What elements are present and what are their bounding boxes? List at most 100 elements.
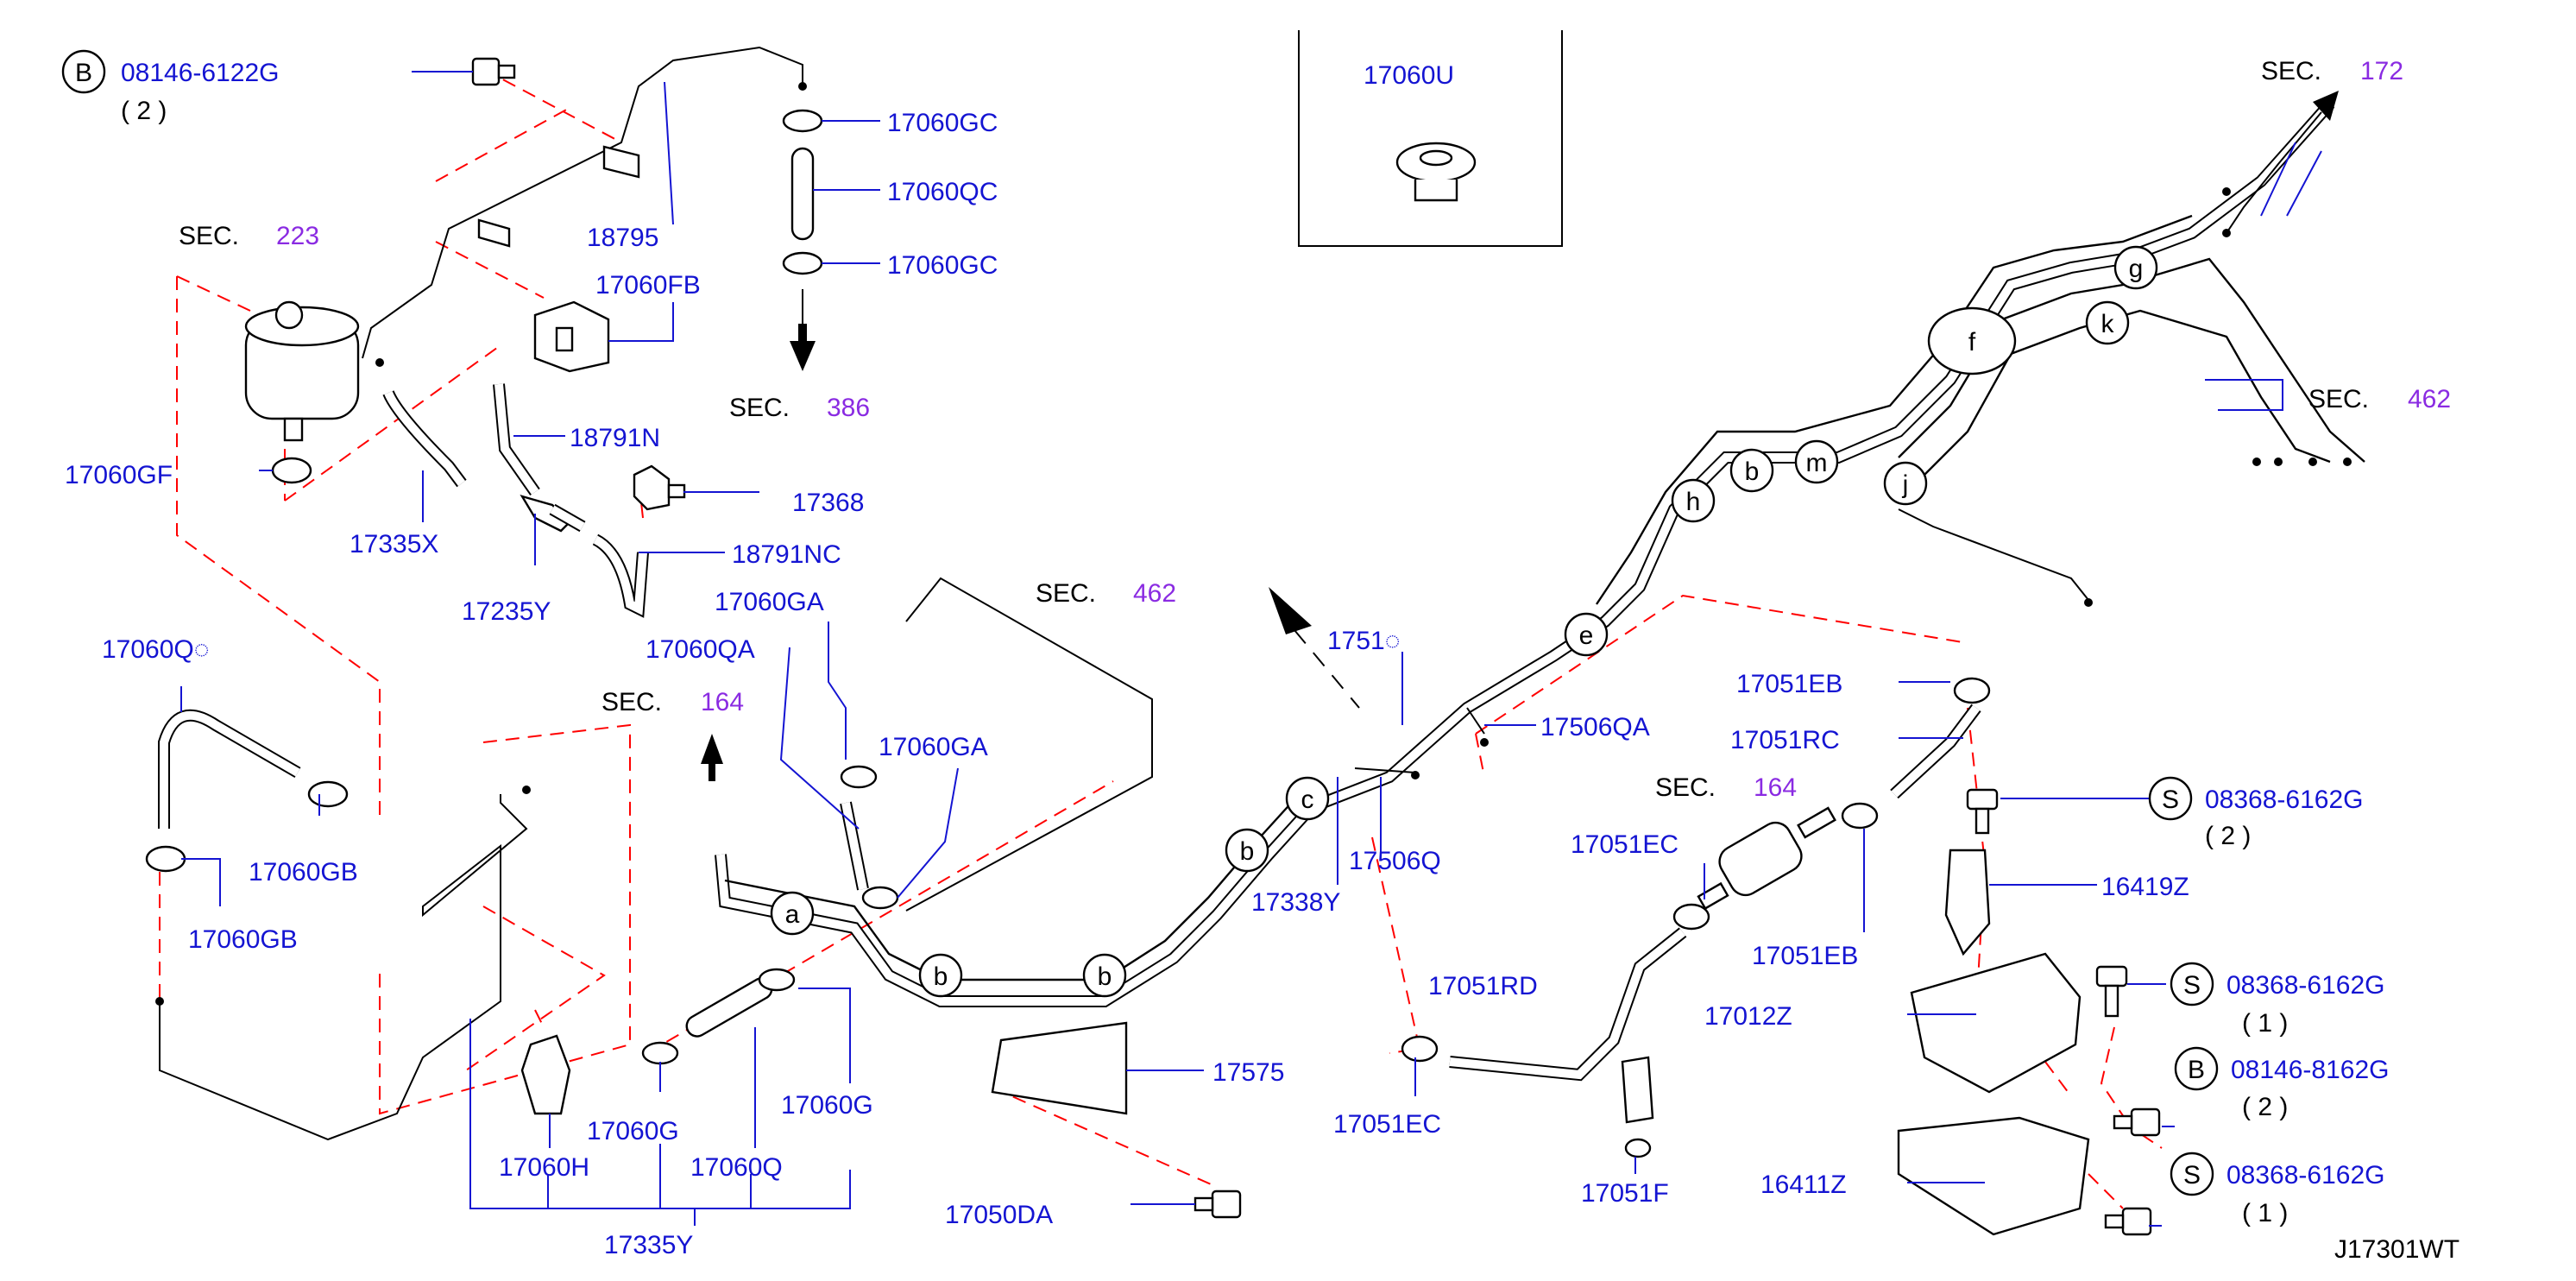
part-label-17060g-1[interactable]: 17060G <box>587 1117 679 1145</box>
sec-386-number[interactable]: 386 <box>827 394 870 422</box>
callout-b-right-letter: B <box>2188 1056 2205 1084</box>
part-label-17506qa[interactable]: 17506QA <box>1540 713 1650 741</box>
pipe-markers: a b b b c e h b m f j g k <box>770 245 2158 998</box>
pipe-marker-a-letter: a <box>785 900 800 929</box>
sec-462-right-prefix: SEC. <box>2308 385 2369 413</box>
bolt-17050da-icon <box>1194 1190 1242 1219</box>
pipe-marker-c-letter: c <box>1301 786 1314 814</box>
pipe-marker-b2-letter: b <box>1098 962 1112 991</box>
pipe-marker-b3-letter: b <box>1240 837 1255 866</box>
part-label-17060h[interactable]: 17060H <box>499 1153 589 1182</box>
callout-b-top-left-letter: B <box>75 59 92 87</box>
callout-b-top-left-qty: ( 2 ) <box>121 97 167 125</box>
part-label-17060gc-1[interactable]: 17060GC <box>887 109 998 137</box>
part-labels: 17060U 18795 17060GC 17060QC 17060GC 170… <box>65 61 2189 1259</box>
sec-172-prefix: SEC. <box>2261 57 2321 85</box>
part-label-17335x[interactable]: 17335X <box>350 530 438 558</box>
pipe-marker-j-letter: j <box>1902 470 1909 499</box>
callout-b-right-part: 08146-8162G <box>2231 1056 2390 1084</box>
callout-s3-part: 08368-6162G <box>2226 1161 2385 1190</box>
part-label-17235y[interactable]: 17235Y <box>462 597 551 626</box>
part-label-17510[interactable]: 1751◌ <box>1327 627 1401 655</box>
pipe-marker-g-letter: g <box>2129 255 2144 283</box>
part-label-17060ga-2[interactable]: 17060GA <box>879 733 988 761</box>
part-label-17060gc-2[interactable]: 17060GC <box>887 251 998 280</box>
pipe-marker-a: a <box>770 891 815 936</box>
callout-s1-letter: S <box>2162 786 2179 814</box>
part-label-17060u[interactable]: 17060U <box>1364 61 1454 90</box>
drawing-parts <box>145 30 2365 1236</box>
part-label-17368[interactable]: 17368 <box>792 489 864 517</box>
sec-386-prefix: SEC. <box>729 394 790 422</box>
pipe-marker-h-letter: h <box>1686 488 1701 516</box>
pipe-marker-j: j <box>1883 461 1928 506</box>
part-label-17051rd[interactable]: 17051RD <box>1428 972 1538 1000</box>
callout-s2-letter: S <box>2183 971 2201 1000</box>
sec-462-right-number[interactable]: 462 <box>2408 385 2451 413</box>
part-label-17060qa[interactable]: 17060QA <box>646 635 755 664</box>
part-label-18795[interactable]: 18795 <box>587 224 658 252</box>
bolt-s3-icon <box>2104 1207 2152 1236</box>
part-label-16419z[interactable]: 16419Z <box>2101 873 2189 901</box>
part-label-17051eb-2[interactable]: 17051EB <box>1752 942 1858 970</box>
part-label-17060fb[interactable]: 17060FB <box>595 271 701 300</box>
part-label-17506q[interactable]: 17506Q <box>1349 847 1441 875</box>
clip-17060h-icon <box>520 1034 571 1115</box>
part-label-17060q[interactable]: 17060Q <box>690 1153 783 1182</box>
part-label-17051rc[interactable]: 17051RC <box>1730 726 1840 754</box>
callout-s1-qty: ( 2 ) <box>2205 822 2251 850</box>
part-label-17060gb-2[interactable]: 17060GB <box>188 925 298 954</box>
part-label-17575[interactable]: 17575 <box>1212 1058 1284 1087</box>
fuel-filter-icon <box>1697 806 1836 911</box>
bolt-s1-icon <box>1966 788 1999 835</box>
part-label-17338y[interactable]: 17338Y <box>1251 888 1340 917</box>
clip-17051f-icon <box>1621 1056 1654 1158</box>
pipe-marker-c: c <box>1285 776 1330 821</box>
sec-223-number[interactable]: 223 <box>276 222 319 250</box>
pipe-marker-e: e <box>1564 612 1609 657</box>
pipe-marker-b4: b <box>1729 448 1774 493</box>
pipe-marker-h: h <box>1671 478 1716 523</box>
part-label-17012z[interactable]: 17012Z <box>1704 1002 1792 1031</box>
part-label-16411z[interactable]: 16411Z <box>1760 1171 1847 1199</box>
pipe-marker-e-letter: e <box>1579 622 1594 650</box>
pipe-marker-b4-letter: b <box>1745 458 1760 486</box>
part-label-17051eb-1[interactable]: 17051EB <box>1736 670 1842 698</box>
pipe-marker-m-letter: m <box>1806 449 1828 477</box>
phantom-lines <box>159 68 2163 1209</box>
callout-b-right-qty: ( 2 ) <box>2242 1093 2288 1121</box>
part-label-17051ec-1[interactable]: 17051EC <box>1571 830 1678 859</box>
part-label-17050da[interactable]: 17050DA <box>945 1201 1053 1229</box>
part-label-18791n[interactable]: 18791N <box>570 424 660 452</box>
sec-164-right-prefix: SEC. <box>1655 773 1716 802</box>
sec-164-right-number[interactable]: 164 <box>1754 773 1797 802</box>
sec-462-top-prefix: SEC. <box>1036 579 1096 608</box>
callout-s3-qty: ( 1 ) <box>2242 1199 2288 1227</box>
callout-b-top-left-part: 08146-6122G <box>121 59 280 87</box>
pipe-marker-k: k <box>2085 300 2130 345</box>
part-label-17060ga-1[interactable]: 17060GA <box>715 588 824 616</box>
callout-s3-letter: S <box>2183 1161 2201 1190</box>
bolt-top-left-icon <box>471 57 516 86</box>
bolt-s2-icon <box>2095 965 2128 1018</box>
part-label-17060qd[interactable]: 17060Q◌ <box>102 635 210 664</box>
pipe-marker-k-letter: k <box>2101 310 2115 338</box>
check-valve-17368-icon <box>633 464 686 511</box>
sec-172-number[interactable]: 172 <box>2360 57 2403 85</box>
part-label-17060gf[interactable]: 17060GF <box>65 461 173 489</box>
part-label-18791nc[interactable]: 18791NC <box>732 540 841 569</box>
part-label-17060g-2[interactable]: 17060G <box>781 1091 873 1120</box>
part-label-17051f[interactable]: 17051F <box>1581 1179 1669 1208</box>
sec-223-prefix: SEC. <box>179 222 239 250</box>
sec-164-left-number[interactable]: 164 <box>701 688 744 716</box>
callout-s1-part: 08368-6162G <box>2205 786 2364 814</box>
pipe-marker-b2: b <box>1082 953 1127 998</box>
canister-icon <box>244 300 360 484</box>
part-label-17060qc[interactable]: 17060QC <box>887 178 998 206</box>
part-label-17060gb-1[interactable]: 17060GB <box>249 858 358 887</box>
bolt-b-right-icon <box>2113 1107 2161 1137</box>
part-label-17051ec-2[interactable]: 17051EC <box>1333 1110 1441 1139</box>
sec-462-top-number[interactable]: 462 <box>1133 579 1176 608</box>
part-label-17335y[interactable]: 17335Y <box>604 1231 693 1259</box>
